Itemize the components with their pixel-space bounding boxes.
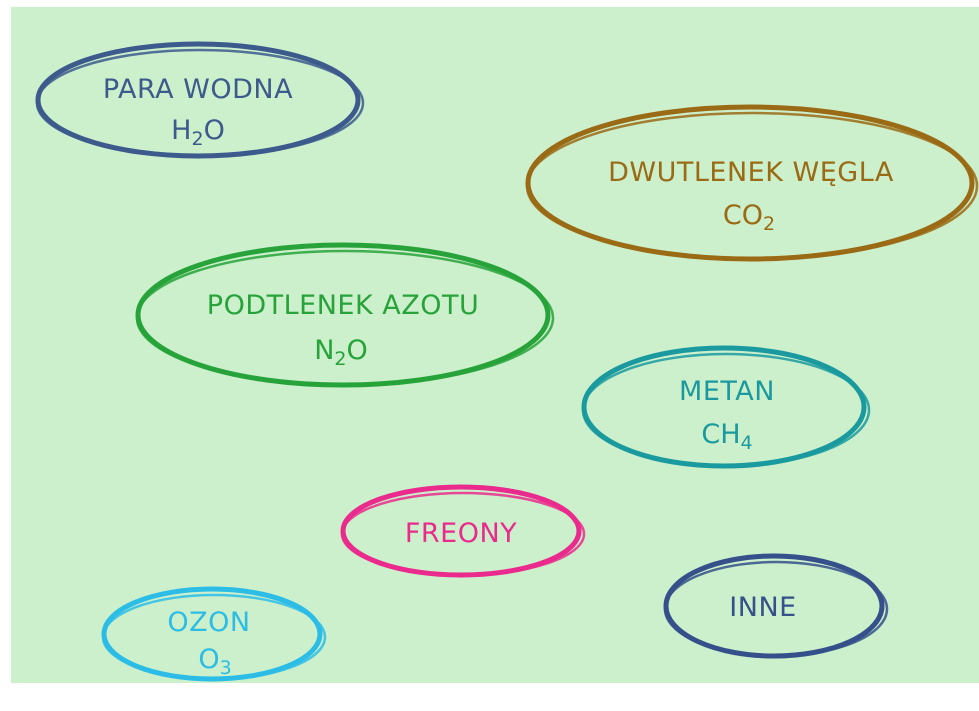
bubble-outline-sketch: [663, 560, 889, 658]
gas-name: PARA WODNA: [103, 74, 293, 105]
gas-formula: CO2: [723, 200, 775, 235]
bubble-outline-sketch: [340, 491, 586, 577]
gas-formula: CH4: [701, 419, 752, 454]
gas-formula: H2O: [171, 115, 225, 150]
gas-bubble-nitrous-oxide: PODTLENEK AZOTU N2O: [135, 242, 555, 388]
diagram-canvas: PARA WODNA H2O DWUTLENEK WĘGLA CO2 PODTL…: [11, 7, 979, 683]
gas-bubble-ozone: OZON O3: [101, 586, 327, 682]
gas-bubble-water-vapour: PARA WODNA H2O: [35, 41, 365, 159]
gas-name: INNE: [729, 592, 796, 623]
gas-bubble-diagram: PARA WODNA H2O DWUTLENEK WĘGLA CO2 PODTL…: [35, 41, 979, 682]
gas-formula: O3: [198, 644, 231, 679]
bubble-outline-sketch: [135, 249, 555, 387]
gas-name: OZON: [167, 607, 250, 638]
gas-formula: N2O: [314, 335, 368, 370]
bubble-outline-sketch: [35, 48, 365, 158]
gas-name: DWUTLENEK WĘGLA: [608, 157, 894, 188]
bubble-outline-sketch: [101, 593, 327, 681]
gas-name: PODTLENEK AZOTU: [207, 290, 479, 321]
bubble-outline-sketch: [581, 352, 871, 468]
gas-bubble-freons: FREONY: [340, 484, 586, 578]
gas-bubble-other: INNE: [663, 553, 889, 659]
bubble-outline-sketch: [525, 111, 979, 261]
gas-bubble-carbon-dioxide: DWUTLENEK WĘGLA CO2: [525, 104, 979, 262]
gas-name: FREONY: [405, 518, 517, 549]
gas-name: METAN: [679, 376, 775, 407]
gas-bubble-methane: METAN CH4: [581, 345, 871, 469]
